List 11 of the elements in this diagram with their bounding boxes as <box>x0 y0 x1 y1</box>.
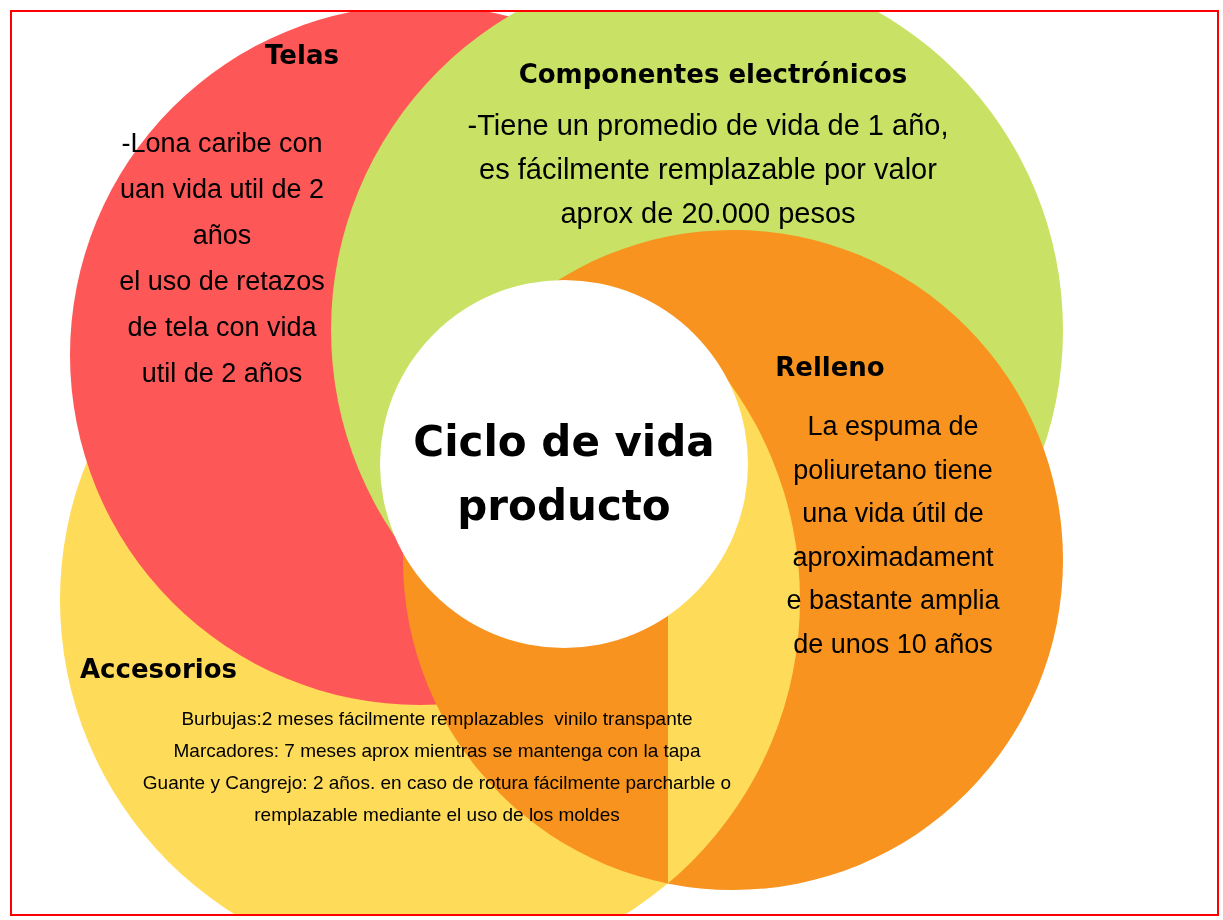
heading: Componentes electrónicos <box>517 58 909 91</box>
heading: Relleno <box>774 351 886 384</box>
body-text: -Tiene un promedio de vida de 1 año, es fácilmente remplazable por valor aprox de 20.000 pesos <box>466 108 950 231</box>
body-text: Marcadores: 7 meses aprox mientras se mantenga con la tapa <box>172 739 702 763</box>
center-title: Ciclo de vida producto <box>412 416 716 532</box>
heading: Accesorios <box>80 653 237 686</box>
body-text: La espuma de poliuretano tiene una vida útil de aproximadamente bastante amplia de unos 10 años <box>785 410 1001 661</box>
body-text: Burbujas:2 meses fácilmente remplazables vinilo transpante <box>180 707 694 731</box>
heading: Telas <box>264 39 340 72</box>
body-text: el uso de retazos de tela con vida util de 2 años <box>118 265 326 390</box>
body-text: Guante y Cangrejo: 2 años. en caso de rotura fácilmente parcharble o remplazable mediante el uso de los moldes <box>141 771 733 827</box>
